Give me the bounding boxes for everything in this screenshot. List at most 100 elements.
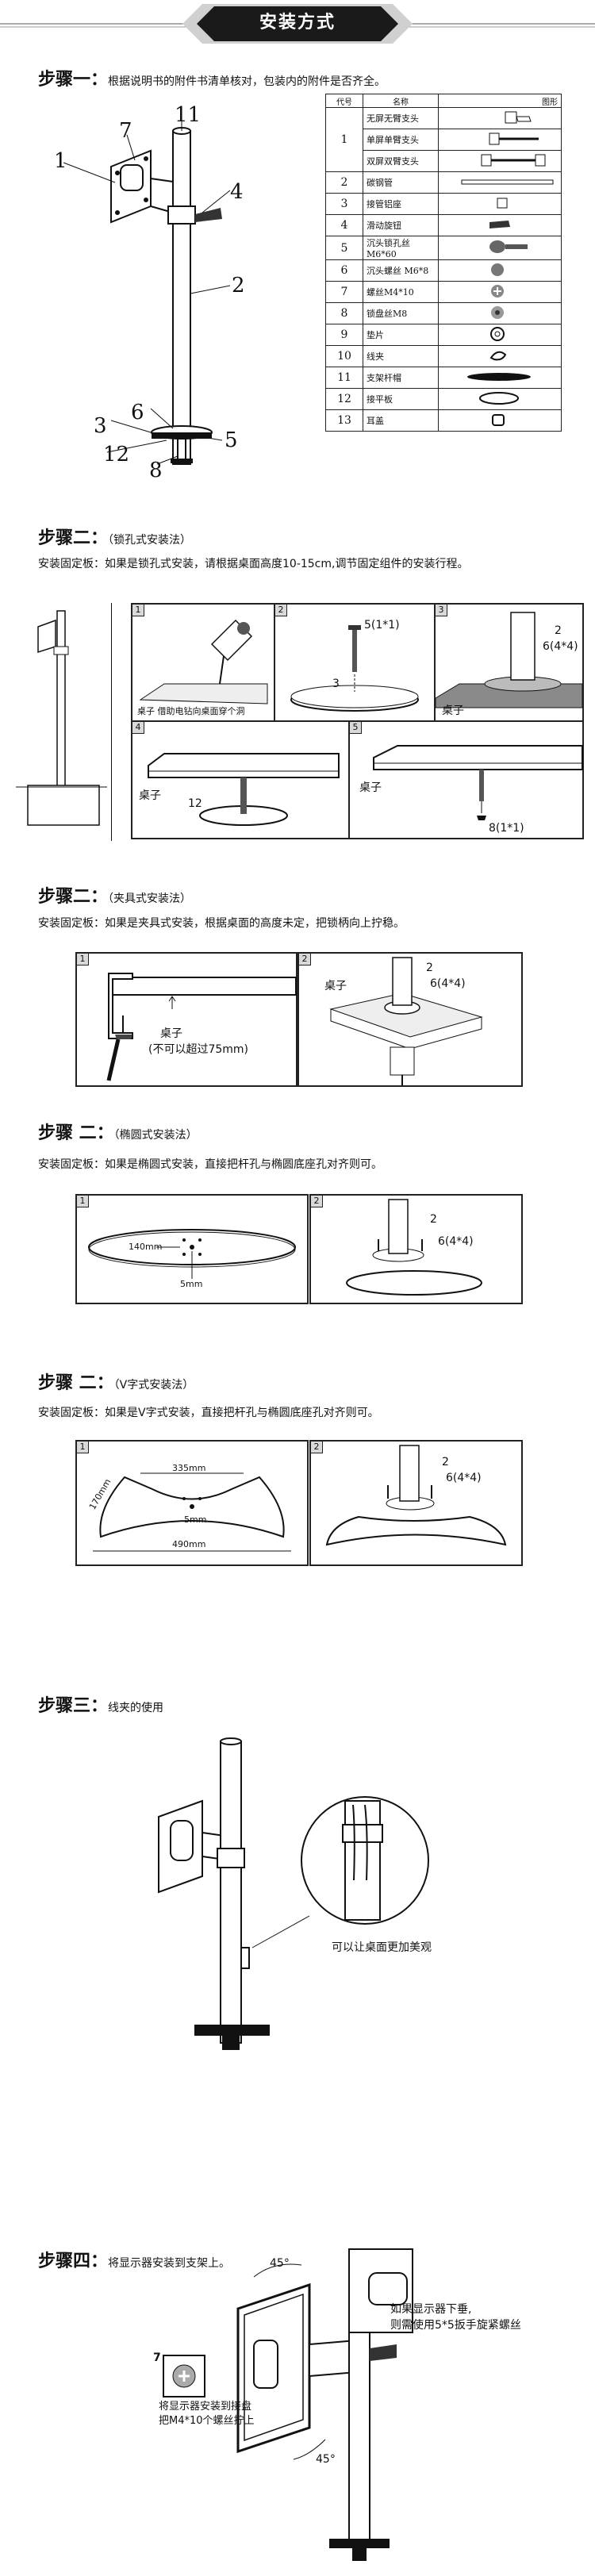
screw-icon	[163, 2355, 205, 2397]
part-name: 沉头螺丝 M6*8	[363, 259, 439, 282]
part-figure	[438, 236, 562, 260]
angle-bottom: 45°	[316, 2453, 336, 2466]
header-graphic	[0, 4, 595, 44]
table-row: 8 锁盘丝M8	[325, 302, 562, 324]
panel-label: 6(4*4)	[446, 1472, 482, 1484]
step4-note-left-1: 将显示器安装到接盘	[159, 2401, 252, 2413]
lock-panel-4: 4 桌子 12	[131, 720, 350, 839]
part-no: 5	[325, 236, 363, 260]
step1-heading: 步骤一：	[38, 70, 109, 90]
panel-label: 490mm	[172, 1539, 206, 1549]
part-name: 沉头锁孔丝 M6*60	[363, 236, 439, 260]
part-figure	[438, 193, 562, 215]
step3-heading: 步骤三：	[38, 1696, 109, 1716]
panel-label: 2	[555, 624, 562, 637]
step2c-text: 安装固定板：如果是椭圆式安装，直接把杆孔与椭圆底座孔对齐则可。	[38, 1158, 382, 1171]
table-row: 11 支架杆帽	[325, 367, 562, 389]
part-name: 双屏双臂支头	[363, 150, 439, 172]
oval-panel-2: 2 2 6(4*4)	[309, 1194, 523, 1304]
step2b-heading: 步骤二：	[38, 887, 109, 907]
part-no: 10	[325, 345, 363, 367]
panel-number: 2	[275, 605, 287, 616]
part-no: 9	[325, 324, 363, 346]
panel-label: (不可以超过75mm)	[148, 1043, 249, 1056]
callout-4: 4	[230, 180, 244, 204]
part-figure	[438, 324, 562, 346]
panel-label: 5mm	[180, 1279, 203, 1289]
page-title: 安装方式	[259, 13, 336, 33]
clamp-plate-drawing	[329, 957, 483, 1085]
lock-panel-3: 3 2 6(4*4) 桌子	[434, 603, 584, 722]
oval-panel-1: 1 140mm 5mm	[75, 1194, 309, 1304]
part-name: 线夹	[363, 345, 439, 367]
lock-panel-1: 1 桌子 借助电钻向桌面穿个洞	[131, 603, 275, 722]
parts-table: 代号 名称 图形 1 无屏无臂支头 单屏单臂支头 双屏双臂支头 2 碳钢管 3 …	[325, 94, 562, 432]
step2c-heading-row: 步骤 二：（椭圆式安装法）	[38, 1119, 198, 1144]
panel-caption: 桌子 借助电钻向桌面穿个洞	[137, 706, 245, 716]
cable-clip-illustration	[158, 1737, 429, 2050]
callout-11: 11	[175, 103, 202, 127]
panel-label: 335mm	[172, 1463, 206, 1473]
panel-label: 3	[332, 678, 340, 690]
oval-base-drawing	[88, 1229, 296, 1279]
part-figure	[438, 171, 562, 194]
table-row: 9 垫片	[325, 324, 562, 346]
part-no: 11	[325, 367, 363, 389]
panel-number: 2	[311, 1196, 323, 1207]
part-no: 6	[325, 259, 363, 282]
panel-label: 桌子	[442, 704, 464, 717]
part-name: 接平板	[363, 388, 439, 410]
part-figure	[438, 409, 562, 432]
v-assembly-drawing	[325, 1445, 507, 1546]
part-name: 螺丝M4*10	[363, 281, 439, 303]
table-header-row: 代号 名称 图形	[325, 94, 562, 108]
step2a-sub: （锁孔式安装法）	[108, 534, 192, 547]
table-row: 4 滑动旋钮	[325, 214, 562, 236]
part-figure	[438, 302, 562, 324]
panel-number: 1	[132, 605, 144, 616]
divider-line	[111, 603, 136, 841]
table-row: 10 线夹	[325, 345, 562, 367]
part-figure	[438, 345, 562, 367]
step3-sub: 线夹的使用	[108, 1702, 164, 1714]
pole-desk-drawing	[435, 612, 583, 708]
col-header: 图形	[438, 94, 562, 108]
part-name: 接管铝座	[363, 193, 439, 215]
panel-number: 2	[299, 954, 311, 966]
panel-number: 5	[350, 722, 362, 734]
base-screw-drawing	[290, 625, 419, 712]
lock-nut-drawing	[373, 745, 583, 820]
panel-number: 1	[77, 954, 89, 966]
step3-caption: 可以让桌面更加美观	[332, 1941, 432, 1954]
panel-label: 2	[442, 1456, 449, 1468]
v-base-drawing	[93, 1472, 291, 1552]
panel-number: 1	[77, 1196, 89, 1207]
part-no: 2	[325, 171, 363, 194]
part-name: 碳钢管	[363, 171, 439, 194]
part-no: 13	[325, 409, 363, 432]
panel-label: 6(4*4)	[543, 640, 578, 653]
step4-heading: 步骤四：	[38, 2252, 109, 2271]
part-name: 无屏无臂支头	[363, 107, 439, 129]
table-row: 3 接管铝座	[325, 193, 562, 215]
v-panel-2: 2 2 6(4*4)	[309, 1440, 523, 1566]
stand-illustration	[63, 111, 231, 465]
step1-text: 根据说明书的附件书清单核对，包装内的附件是否齐全。	[108, 75, 386, 88]
panel-label: 2	[430, 1213, 437, 1226]
table-row: 双屏双臂支头	[326, 150, 562, 172]
step2d-sub: （V字式安装法）	[113, 1379, 194, 1392]
callout-7: 7	[119, 119, 132, 143]
part-figure	[438, 259, 562, 282]
panel-label: 5mm	[184, 1515, 207, 1525]
part-no: 7	[325, 281, 363, 303]
clamp-drawing	[106, 973, 297, 1081]
part-no: 8	[325, 302, 363, 324]
step2d-heading-row: 步骤 二：（V字式安装法）	[38, 1369, 194, 1394]
part-name: 滑动旋钮	[363, 214, 439, 236]
clamp-panel-2: 2 桌子 2 6(4*4)	[298, 952, 523, 1087]
panel-label: 8(1*1)	[489, 822, 524, 835]
callout-6: 6	[131, 401, 144, 424]
table-row: 1 无屏无臂支头	[325, 107, 562, 172]
clamp-panel-1: 1 桌子 (不可以超过75mm)	[75, 952, 298, 1087]
step1-heading-row: 步骤一：根据说明书的附件书清单核对，包装内的附件是否齐全。	[38, 65, 386, 90]
